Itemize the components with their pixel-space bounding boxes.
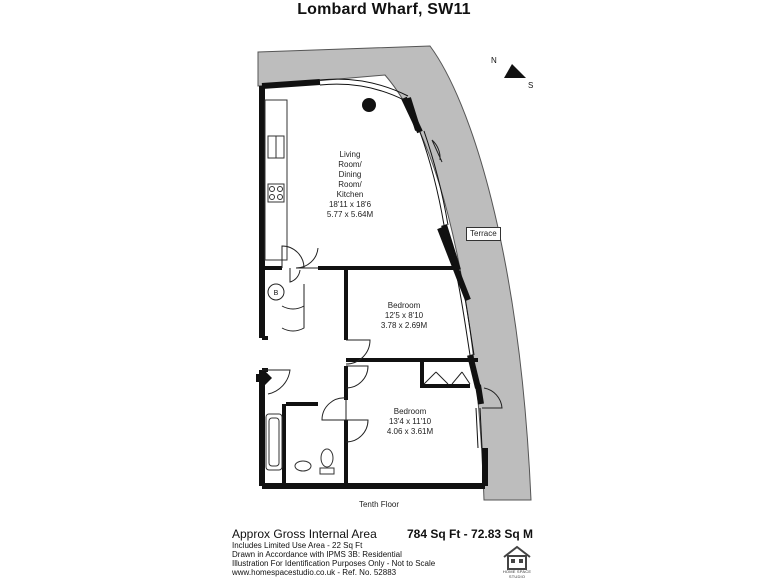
gross-area-value: 784 Sq Ft - 72.83 Sq M bbox=[407, 527, 534, 541]
bedroom1-label: Bedroom 12'5 x 8'10 3.78 x 2.69M bbox=[374, 301, 434, 331]
boiler-label: B bbox=[274, 290, 279, 297]
terrace-area bbox=[257, 45, 532, 501]
interior-walls bbox=[262, 266, 478, 486]
footer-line: Drawn in Accordance with IPMS 3B: Reside… bbox=[232, 550, 402, 559]
boiler-cupboard bbox=[267, 283, 285, 301]
living-name-line: Living bbox=[339, 150, 361, 159]
bedroom2-name: Bedroom bbox=[393, 407, 427, 416]
living-name-line: Dining bbox=[338, 170, 362, 179]
living-name-line: Room/ bbox=[338, 160, 362, 169]
footer-line: Includes Limited Use Area - 22 Sq Ft bbox=[232, 541, 363, 550]
compass-icon bbox=[504, 64, 526, 78]
bedroom2-imperial: 13'4 x 11'10 bbox=[388, 417, 432, 426]
bathroom-fixtures bbox=[265, 413, 335, 475]
windows bbox=[319, 78, 483, 449]
structural-column bbox=[362, 98, 376, 112]
outer-walls bbox=[259, 79, 488, 489]
living-name-line: Room/ bbox=[338, 180, 362, 189]
living-imperial: 18'11 x 18'6 bbox=[328, 200, 372, 209]
bedroom1-imperial: 12'5 x 8'10 bbox=[384, 311, 424, 320]
floor-plan: B N S bbox=[256, 45, 533, 501]
bedroom1-name: Bedroom bbox=[387, 301, 421, 310]
compass-south: S bbox=[528, 81, 533, 90]
bedroom2-metric: 4.06 x 3.61M bbox=[386, 427, 434, 436]
footer-info: Approx Gross Internal Area Includes Limi… bbox=[232, 527, 435, 577]
gross-area-label: Approx Gross Internal Area bbox=[232, 527, 377, 541]
floor-label: Tenth Floor bbox=[358, 500, 400, 509]
footer-line: www.homespacestudio.co.uk - Ref. No. 528… bbox=[232, 568, 397, 577]
logo-text: HOME SPACE STUDIO bbox=[502, 569, 532, 579]
entrance-arrow-icon bbox=[256, 370, 272, 386]
doors bbox=[262, 139, 503, 443]
page-title: Lombard Wharf, SW11 bbox=[297, 1, 471, 18]
terrace-label: Terrace bbox=[466, 227, 501, 241]
bedroom2-label: Bedroom 13'4 x 11'10 4.06 x 3.61M bbox=[380, 407, 440, 437]
living-name-line: Kitchen bbox=[336, 190, 364, 199]
living-metric: 5.77 x 5.64M bbox=[326, 210, 374, 219]
home-space-logo-icon bbox=[503, 545, 531, 570]
compass-north: N bbox=[491, 56, 497, 65]
kitchen-counter bbox=[264, 99, 288, 261]
footer-line: Illustration For Identification Purposes… bbox=[232, 559, 436, 568]
living-room-label: Living Room/ Dining Room/ Kitchen 18'11 … bbox=[320, 150, 380, 220]
bedroom1-metric: 3.78 x 2.69M bbox=[380, 321, 428, 330]
